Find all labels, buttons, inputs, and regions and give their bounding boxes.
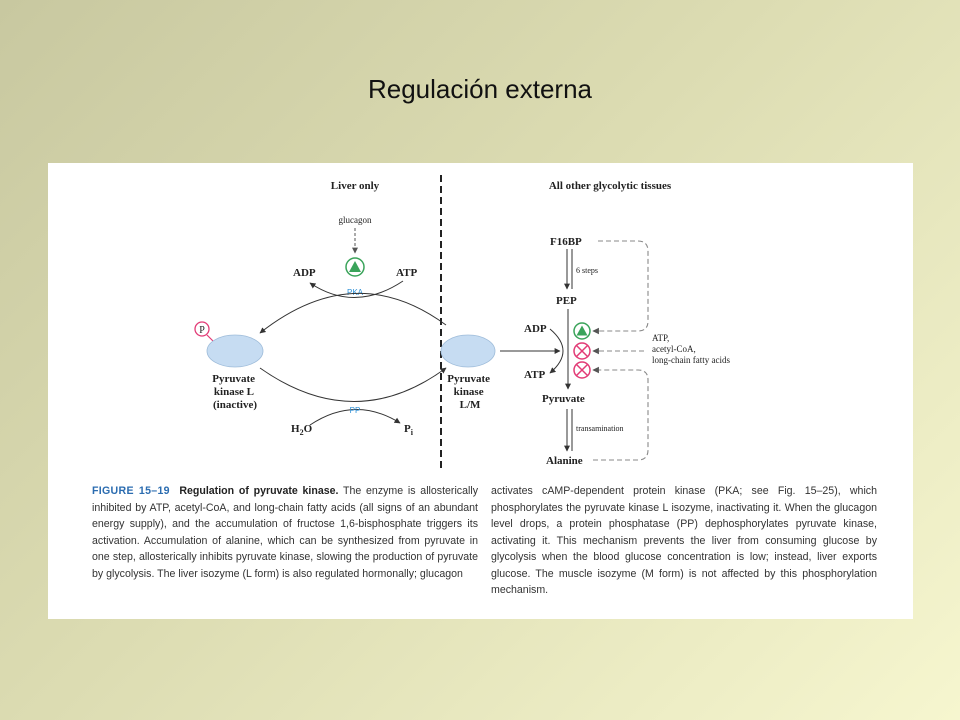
atp-right-label: ATP: [524, 369, 545, 381]
caption-left-text: The enzyme is allosterically inhibited b…: [92, 485, 478, 580]
dephosphorylation-arrow: [309, 409, 401, 426]
pyruvate-kinase-diagram: Liver only All other glycolytic tissues …: [194, 175, 730, 469]
inactivation-arc: [259, 292, 447, 334]
adp-top-label: ADP: [293, 267, 316, 279]
transamination-label: transamination: [576, 424, 624, 433]
phosphorylation-arrow: [309, 280, 404, 298]
pyruvate-kinase-l-label: Pyruvate kinase L (inactive): [212, 373, 258, 411]
figure-panel: Liver only All other glycolytic tissues …: [48, 163, 913, 619]
caption-left-column: FIGURE 15–19 Regulation of pyruvate kina…: [92, 483, 478, 582]
phosphate-label: P: [199, 325, 205, 336]
heading-liver-only: Liver only: [331, 180, 380, 192]
pyruvate-kinase-l-enzyme: [206, 334, 264, 368]
pep-label: PEP: [556, 295, 577, 307]
alanine-inhibitor-icon: [573, 361, 591, 379]
alanine-label: Alanine: [546, 455, 583, 467]
pp-label: PP: [350, 406, 361, 415]
slide-title: Regulación externa: [367, 74, 593, 104]
adp-atp-arrow: [549, 328, 564, 374]
water-label: H2O: [291, 423, 313, 437]
figure-title: Regulation of pyruvate kinase.: [179, 485, 339, 497]
pyruvate-label: Pyruvate: [542, 393, 585, 405]
glucagon-label: glucagon: [339, 215, 372, 225]
inhibitors-label: ATP, acetyl-CoA, long-chain fatty acids: [652, 333, 730, 365]
pyruvate-kinase-lm-label: Pyruvate kinase L/M: [447, 373, 493, 411]
phosphate-inorganic-label: Pi: [404, 423, 414, 437]
f16bp-label: F16BP: [550, 236, 582, 248]
phosphate-icon: [194, 321, 210, 337]
caption-right-column: activates cAMP-dependent protein kinase …: [491, 485, 877, 596]
f16bp-feedback-path: [592, 240, 649, 335]
figure-label: FIGURE 15–19: [92, 485, 170, 497]
atp-inhibitor-icon: [573, 342, 591, 360]
pka-activator-icon: [345, 257, 365, 277]
activation-arc: [259, 367, 447, 402]
pka-label: PKA: [347, 288, 364, 297]
heading-other-tissues: All other glycolytic tissues: [549, 180, 672, 192]
alanine-feedback-path: [592, 366, 649, 461]
six-steps-label: 6 steps: [576, 266, 598, 275]
adp-right-label: ADP: [524, 323, 547, 335]
atp-top-label: ATP: [396, 267, 417, 279]
f16bp-activator-icon: [573, 322, 591, 340]
pyruvate-kinase-lm-enzyme: [440, 334, 496, 368]
